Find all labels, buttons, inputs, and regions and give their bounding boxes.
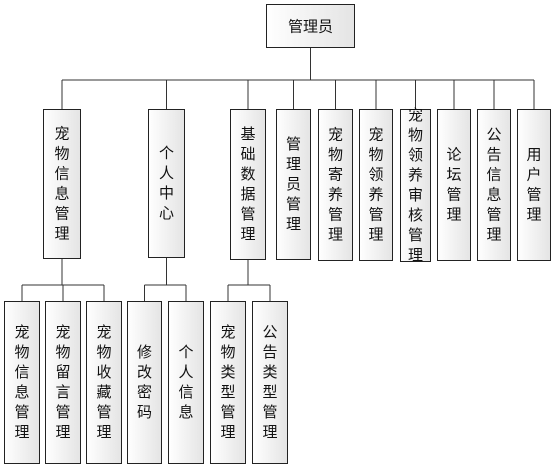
node-user-mgmt: 用户管理 bbox=[517, 109, 551, 261]
node-personal-info-border bbox=[168, 301, 204, 464]
node-change-password: 修改密码 bbox=[127, 301, 162, 464]
node-notice-info-mgmt-label: 公告信息管理 bbox=[486, 126, 501, 244]
node-user-mgmt-border bbox=[517, 109, 551, 261]
node-admin: 管理员 bbox=[266, 4, 355, 48]
node-admin-mgmt-border bbox=[276, 109, 311, 260]
node-pet-favorite-mgmt-label: 宠物收藏管理 bbox=[96, 323, 111, 441]
node-pet-favorite-mgmt-border bbox=[86, 301, 122, 464]
node-pet-info-mgmt-sub: 宠物信息管理 bbox=[4, 301, 40, 464]
node-notice-type-mgmt: 公告类型管理 bbox=[252, 301, 288, 464]
node-forum-mgmt: 论坛管理 bbox=[437, 109, 471, 261]
node-admin-border bbox=[266, 4, 355, 48]
node-user-mgmt-label: 用户管理 bbox=[526, 146, 541, 224]
node-pet-adoption-review-mgmt: 宠物领养审核管理 bbox=[400, 106, 431, 264]
node-pet-info-mgmt-border bbox=[43, 109, 81, 259]
node-pet-type-mgmt: 宠物类型管理 bbox=[210, 301, 246, 464]
node-notice-type-mgmt-label: 公告类型管理 bbox=[262, 323, 277, 441]
node-base-data-mgmt-border bbox=[230, 109, 266, 260]
node-pet-info-mgmt: 宠物信息管理 bbox=[43, 109, 81, 259]
node-personal-center-border bbox=[148, 109, 185, 258]
node-pet-adoption-review-mgmt-border bbox=[400, 109, 431, 262]
node-pet-type-mgmt-label: 宠物类型管理 bbox=[220, 323, 235, 441]
node-pet-info-mgmt-label: 宠物信息管理 bbox=[54, 125, 69, 243]
node-pet-message-mgmt-border bbox=[45, 301, 81, 464]
node-pet-adoption-review-mgmt-label: 宠物领养审核管理 bbox=[408, 106, 423, 264]
node-admin-mgmt-label: 管理员管理 bbox=[286, 135, 301, 233]
node-base-data-mgmt: 基础数据管理 bbox=[230, 109, 266, 260]
node-pet-adoption-mgmt-label: 宠物领养管理 bbox=[368, 126, 383, 244]
node-personal-info-label: 个人信息 bbox=[178, 343, 193, 421]
connector-lines bbox=[21, 48, 535, 301]
node-change-password-border bbox=[127, 301, 162, 464]
node-personal-center-label: 个人中心 bbox=[159, 144, 174, 222]
node-pet-foster-mgmt-label: 宠物寄养管理 bbox=[328, 126, 343, 244]
node-notice-type-mgmt-border bbox=[252, 301, 288, 464]
node-forum-mgmt-label: 论坛管理 bbox=[446, 146, 461, 224]
chart-nodes: 管理员宠物信息管理宠物信息管理宠物留言管理宠物收藏管理个人中心修改密码个人信息基… bbox=[4, 4, 551, 464]
node-change-password-label: 修改密码 bbox=[137, 343, 152, 421]
node-notice-info-mgmt-border bbox=[477, 109, 511, 261]
node-pet-type-mgmt-border bbox=[210, 301, 246, 464]
node-personal-center: 个人中心 bbox=[148, 109, 185, 258]
node-admin-label: 管理员 bbox=[288, 18, 333, 36]
node-pet-info-mgmt-sub-label: 宠物信息管理 bbox=[14, 323, 29, 441]
node-forum-mgmt-border bbox=[437, 109, 471, 261]
node-pet-info-mgmt-sub-border bbox=[4, 301, 40, 464]
node-pet-adoption-mgmt-border bbox=[359, 109, 393, 261]
node-pet-message-mgmt: 宠物留言管理 bbox=[45, 301, 81, 464]
node-pet-foster-mgmt-border bbox=[318, 109, 353, 261]
node-pet-foster-mgmt: 宠物寄养管理 bbox=[318, 109, 353, 261]
node-pet-adoption-mgmt: 宠物领养管理 bbox=[359, 109, 393, 261]
node-base-data-mgmt-label: 基础数据管理 bbox=[240, 125, 255, 243]
node-personal-info: 个人信息 bbox=[168, 301, 204, 464]
node-pet-message-mgmt-label: 宠物留言管理 bbox=[55, 323, 70, 441]
node-pet-favorite-mgmt: 宠物收藏管理 bbox=[86, 301, 122, 464]
node-admin-mgmt: 管理员管理 bbox=[276, 109, 311, 260]
node-notice-info-mgmt: 公告信息管理 bbox=[477, 109, 511, 261]
